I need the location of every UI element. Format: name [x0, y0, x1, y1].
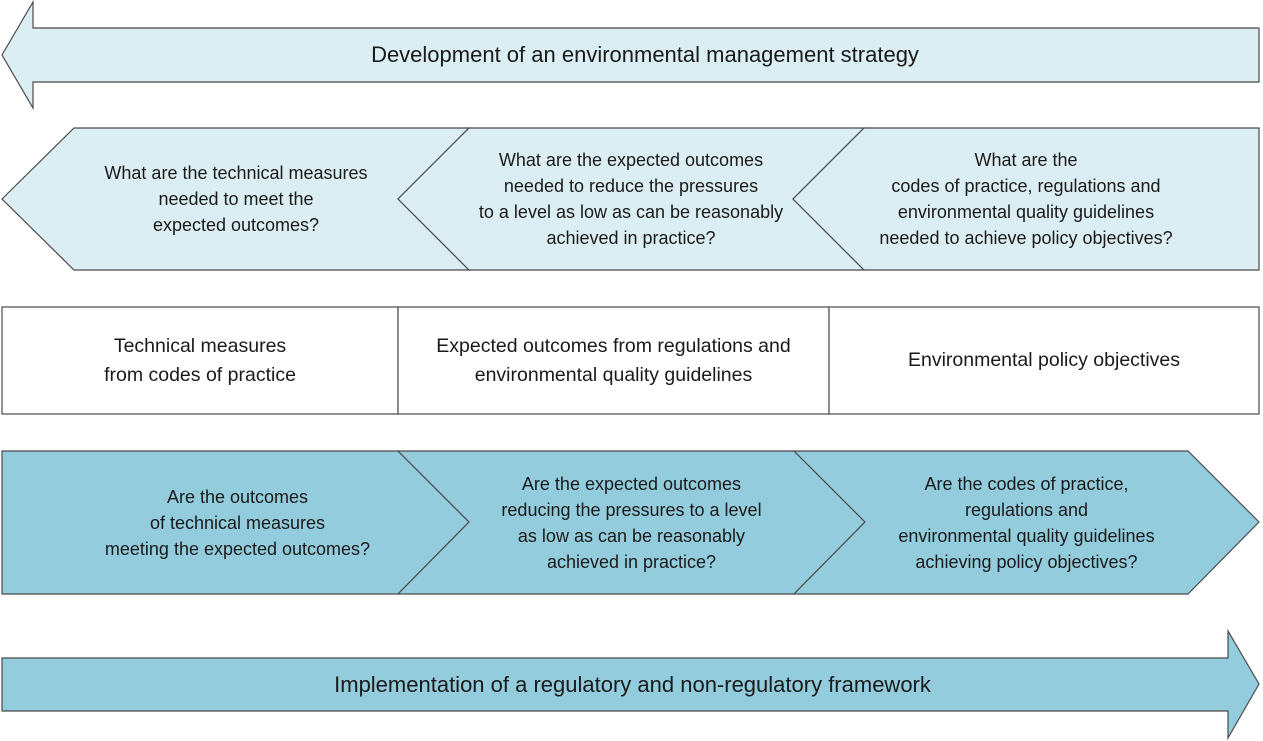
planning-question-outcomes: What are the expected outcomes needed to… [478, 150, 784, 248]
middle-box-3-shape [828, 306, 1260, 415]
bottom-right-arrow-shape [1, 628, 1260, 741]
planning-question-technical: What are the technical measures needed t… [104, 163, 368, 235]
middle-box-policy-objectives: Environmental policy objectives [907, 349, 1181, 371]
middle-box-expected-outcomes: Expected outcomes from regulations and e… [436, 334, 791, 386]
review-chevron-3-shape [792, 450, 1260, 595]
planning-chevron-3-shape [792, 127, 1260, 271]
review-question-technical: Are the outcomes of technical measures m… [104, 486, 371, 559]
review-question-policy: Are the codes of practice, regulations a… [898, 473, 1155, 572]
middle-box-2-shape [397, 306, 830, 415]
middle-box-technical-measures: Technical measures from codes of practic… [104, 334, 296, 386]
middle-box-1-shape [1, 306, 399, 415]
review-question-outcomes: Are the expected outcomes reducing the p… [501, 473, 762, 572]
planning-question-policy: What are the codes of practice, regulati… [879, 150, 1173, 248]
bottom-arrow-label: Implementation of a regulatory and non-r… [334, 671, 931, 697]
top-arrow-label: Development of an environmental manageme… [371, 42, 919, 67]
top-left-arrow-shape [1, 0, 1260, 111]
